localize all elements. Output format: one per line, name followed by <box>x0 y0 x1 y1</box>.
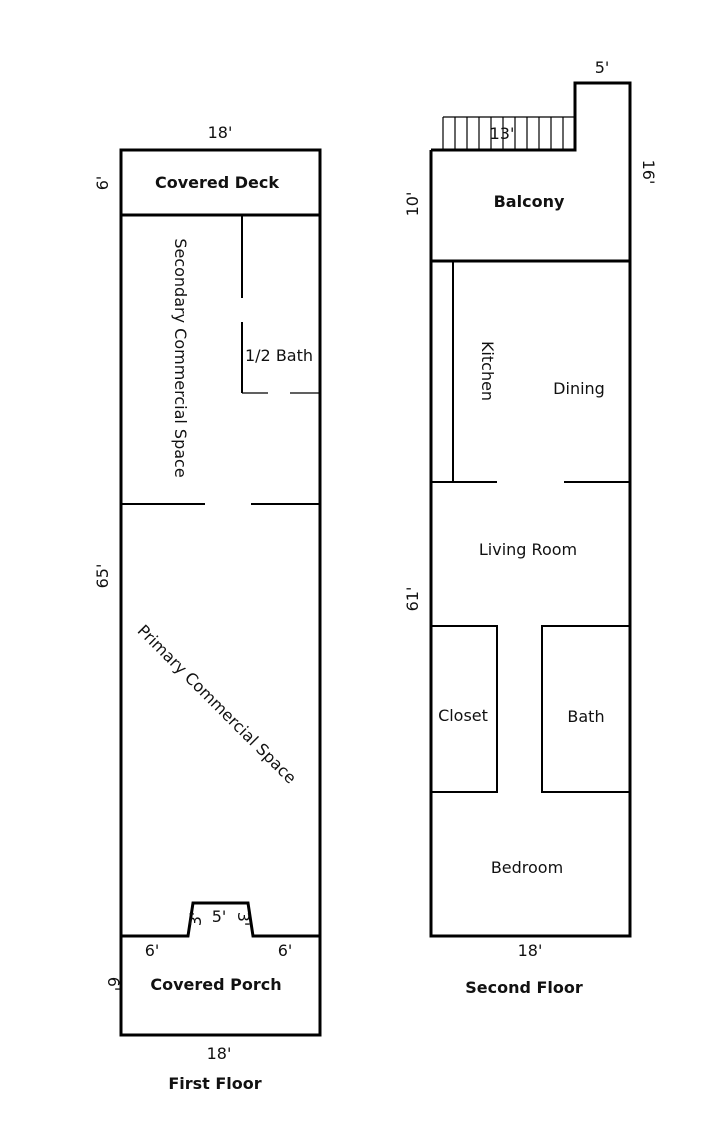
kitchen-label: Kitchen <box>478 341 497 401</box>
second-floor-outline <box>429 81 632 938</box>
balcony-label: Balcony <box>494 192 565 211</box>
secondary-space-label: Secondary Commercial Space <box>171 238 190 477</box>
second-floor-caption: Second Floor <box>465 978 583 997</box>
bay-left-label: 3' <box>186 912 205 927</box>
extension-length-label: 16' <box>639 160 658 185</box>
first-top-width-label: 18' <box>208 123 233 142</box>
porch-left-label: 6' <box>145 941 160 960</box>
first-floor-plan: 18' 6' Covered Deck Secondary Commercial… <box>93 123 322 1093</box>
porch-right-label: 6' <box>278 941 293 960</box>
covered-porch-label: Covered Porch <box>150 975 281 994</box>
bath-walls <box>541 625 630 793</box>
living-room-label: Living Room <box>479 540 577 559</box>
half-bath-label: 1/2 Bath <box>245 346 313 365</box>
first-floor-caption: First Floor <box>168 1074 261 1093</box>
bay-front-label: 5' <box>212 907 227 926</box>
closet-label: Closet <box>438 706 488 725</box>
bay-right-label: 3' <box>234 912 253 927</box>
dining-label: Dining <box>553 379 605 398</box>
second-floor-plan: 5' 13' 16' 10' Balcony Kitchen Dining Li… <box>403 58 658 997</box>
porch-bay-wall <box>121 901 320 938</box>
covered-deck-label: Covered Deck <box>155 173 279 192</box>
first-main-length-label: 65' <box>93 564 112 589</box>
second-bottom-width-label: 18' <box>518 941 543 960</box>
first-floor-outline <box>119 148 322 1037</box>
balcony-depth-label: 10' <box>403 192 422 217</box>
first-deck-depth-label: 6' <box>93 176 112 191</box>
extension-width-label: 5' <box>595 58 610 77</box>
first-porch-depth-label: 6' <box>104 977 123 992</box>
stair-width-label: 13' <box>490 124 515 143</box>
closet-walls <box>431 625 498 793</box>
second-main-length-label: 61' <box>403 587 422 612</box>
stairs <box>442 116 575 150</box>
bath-label: Bath <box>567 707 604 726</box>
first-bottom-width-label: 18' <box>207 1044 232 1063</box>
primary-space-label: Primary Commercial Space <box>134 621 300 787</box>
bedroom-label: Bedroom <box>491 858 563 877</box>
